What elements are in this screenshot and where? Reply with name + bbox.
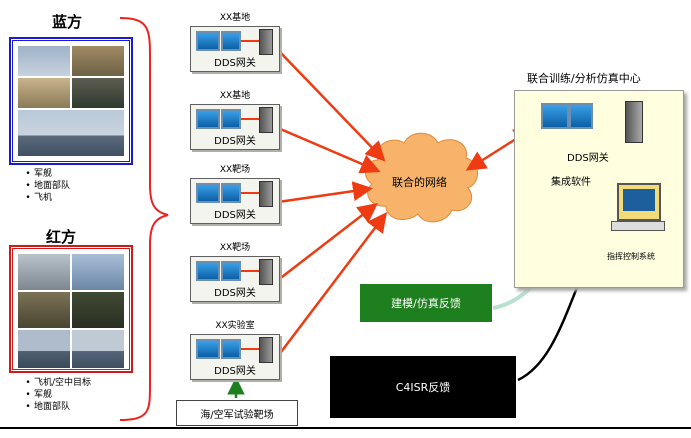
site-to-network-arrow <box>277 181 373 204</box>
site-to-network-arrow <box>277 202 378 281</box>
link-line <box>241 270 259 272</box>
site-node: DDS网关 <box>190 104 280 150</box>
center-dds-label: DDS网关 <box>567 153 609 164</box>
red-unit-item: 地面部队 <box>22 401 91 413</box>
warship-photo <box>18 110 124 156</box>
blue-unit-list: 军舰 地面部队 飞机 <box>22 168 70 204</box>
link-line <box>241 192 259 194</box>
link-line <box>241 348 259 350</box>
blue-unit-item: 军舰 <box>22 168 70 180</box>
monitor-icon <box>196 109 220 129</box>
test-range-box: 海/空军试验靶场 <box>176 400 298 426</box>
monitor-icon <box>221 31 241 51</box>
keyboard-icon <box>611 221 665 231</box>
red-unit-item: 军舰 <box>22 389 91 401</box>
server-tower-icon <box>259 259 273 285</box>
armored-vehicle-photo <box>72 292 124 328</box>
site-to-network-arrow <box>277 212 388 357</box>
server-tower-icon <box>259 107 273 133</box>
helicopter-photo <box>72 78 124 108</box>
site-to-network-arrow <box>277 126 381 174</box>
monitor-icon <box>221 183 241 203</box>
center-title: 联合训练/分析仿真中心 <box>527 72 641 85</box>
dds-gateway-label: DDS网关 <box>214 366 256 377</box>
computer-icon <box>617 183 661 221</box>
monitor-icon <box>196 261 220 281</box>
tank-photo <box>72 46 124 76</box>
grouping-brace <box>119 17 169 421</box>
server-tower-icon <box>259 337 273 363</box>
link-line <box>241 118 259 120</box>
blue-side-title: 蓝方 <box>52 13 83 31</box>
site-label: XX实验室 <box>215 321 255 331</box>
red-unit-item: 飞机/空中目标 <box>22 377 91 389</box>
site-to-network-arrow <box>277 49 386 162</box>
network-label: 联合的网络 <box>392 176 447 189</box>
link-line <box>241 40 259 42</box>
red-photo-collage <box>10 246 132 372</box>
dds-gateway-label: DDS网关 <box>214 136 256 147</box>
site-node: DDS网关 <box>190 334 280 380</box>
site-label: XX靶场 <box>219 165 251 175</box>
dds-gateway-label: DDS网关 <box>214 210 256 221</box>
blue-unit-item: 地面部队 <box>22 180 70 192</box>
server-tower-icon <box>259 29 273 55</box>
fighter-jet-photo <box>18 46 70 76</box>
server-tower-icon <box>625 101 643 143</box>
simulation-center-panel: DDS网关 集成软件 指挥控制系统 <box>514 90 684 288</box>
monitor-icon <box>196 339 220 359</box>
red-unit-list: 飞机/空中目标 军舰 地面部队 <box>22 377 91 413</box>
server-tower-icon <box>259 181 273 207</box>
integration-software-label: 集成软件 <box>551 177 591 188</box>
carrier-photo <box>18 330 70 368</box>
monitor-icon <box>196 183 220 203</box>
monitor-icon <box>541 103 569 129</box>
site-label: XX基地 <box>219 13 251 23</box>
destroyer-photo <box>72 330 124 368</box>
site-node: DDS网关 <box>190 256 280 302</box>
site-node: DDS网关 <box>190 26 280 72</box>
modeling-feedback-box: 建模/仿真反馈 <box>360 284 492 322</box>
ground-vehicle-photo <box>18 78 70 108</box>
site-label: XX基地 <box>219 91 251 101</box>
red-side-title: 红方 <box>46 228 77 246</box>
command-control-label: 指挥控制系统 <box>607 252 655 261</box>
c4isr-feedback-box: C4ISR反馈 <box>330 356 516 418</box>
computer-screen <box>623 189 655 211</box>
soldiers-photo <box>18 292 70 328</box>
dds-gateway-label: DDS网关 <box>214 58 256 69</box>
monitor-icon <box>196 31 220 51</box>
dds-gateway-label: DDS网关 <box>214 288 256 299</box>
monitor-icon <box>569 103 593 129</box>
monitor-icon <box>221 109 241 129</box>
fighter-aircraft-photo <box>72 254 124 290</box>
attack-helicopter-photo <box>18 254 70 290</box>
blue-photo-collage <box>10 38 132 164</box>
monitor-icon <box>221 339 241 359</box>
site-node: DDS网关 <box>190 178 280 224</box>
monitor-icon <box>221 261 241 281</box>
site-label: XX靶场 <box>219 243 251 253</box>
blue-unit-item: 飞机 <box>22 192 70 204</box>
